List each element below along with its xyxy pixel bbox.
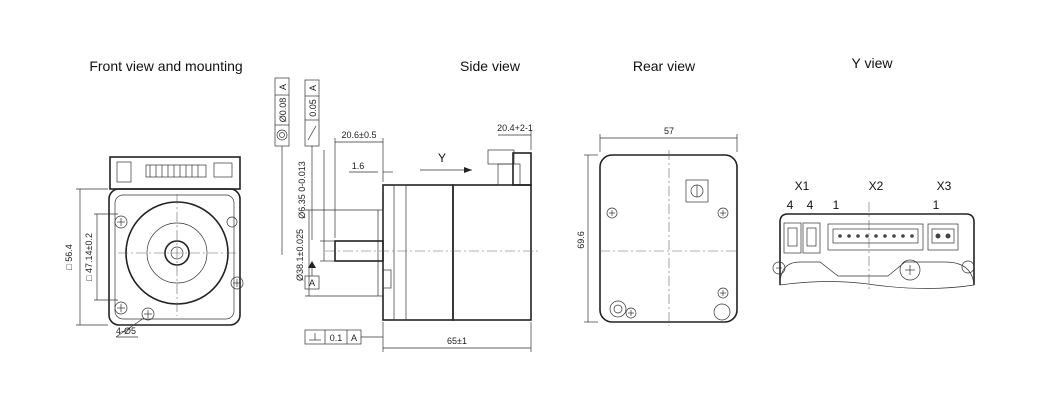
rear-body [599,154,738,323]
connector-x1b [802,222,821,254]
dim-shaft-dia: Ø6.35 0-0.013 [297,161,307,219]
connector-x2 [827,223,924,251]
y-view: X1 X2 X3 4 4 1 1 [772,179,975,292]
label-x1: X1 [795,179,810,193]
side-view-title: Side view [460,58,521,74]
dim-pilot-dia: Ø38.1±0.025 [295,229,305,281]
datum-a: A [309,278,315,288]
side-view: A Ø0.08 A 0.05 20.6±0. [274,77,540,352]
connector-x1a [783,222,802,254]
dim-holes: 4-Ø5 [116,326,136,336]
gdt-coaxiality: A Ø0.08 [274,77,290,255]
shaft-circle [164,240,190,266]
screw-icon [899,259,921,281]
dim-square-outer: □ 56.4 [64,244,74,269]
y-view-body [779,213,975,285]
dim-connector-offset: 20.4+2-1 [497,123,533,133]
motor-body [452,184,532,321]
x1-pin-b: 4 [807,198,814,212]
svg-text:A: A [308,85,318,91]
label-x2: X2 [869,179,884,193]
gdt-perpendicularity: 0.1 A [304,329,383,345]
x3-pin: 1 [933,198,940,212]
svg-text:A: A [351,333,357,343]
rear-view-title: Rear view [633,58,696,74]
datum-a-box [304,275,320,290]
dim-rear-height: 69.6 [576,231,586,249]
dim-step: 1.6 [352,161,365,171]
dim-square-bolt: □ 47.14±0.2 [84,233,94,281]
svg-text:Ø0.08: Ø0.08 [278,98,288,123]
label-x3: X3 [937,179,952,193]
view-arrow-y: Y [438,151,446,165]
x2-pins [838,234,914,238]
gdt-runout: A 0.05 [304,79,320,240]
rear-view: 57 69.6 [576,126,738,326]
side-connector [512,152,532,186]
svg-text:0.05: 0.05 [308,99,318,117]
x1-pin-a: 4 [787,198,794,212]
motor-flange [382,184,454,321]
y-view-title: Y view [852,55,894,71]
mounting-holes [114,215,244,321]
dim-flange-thickness: 20.6±0.5 [342,130,377,140]
front-view: □ 56.4 □ 47.14±0.2 4-Ø5 [64,156,244,338]
x2-pin: 1 [833,198,840,212]
front-view-title: Front view and mounting [89,58,242,74]
connector-x3 [927,223,959,251]
svg-text:A: A [278,84,288,90]
svg-text:0.1: 0.1 [330,333,343,343]
front-body-square [108,188,241,326]
dim-rear-width: 57 [664,126,674,136]
rear-cap [685,179,709,203]
dim-body-length: 65±1 [447,336,467,346]
